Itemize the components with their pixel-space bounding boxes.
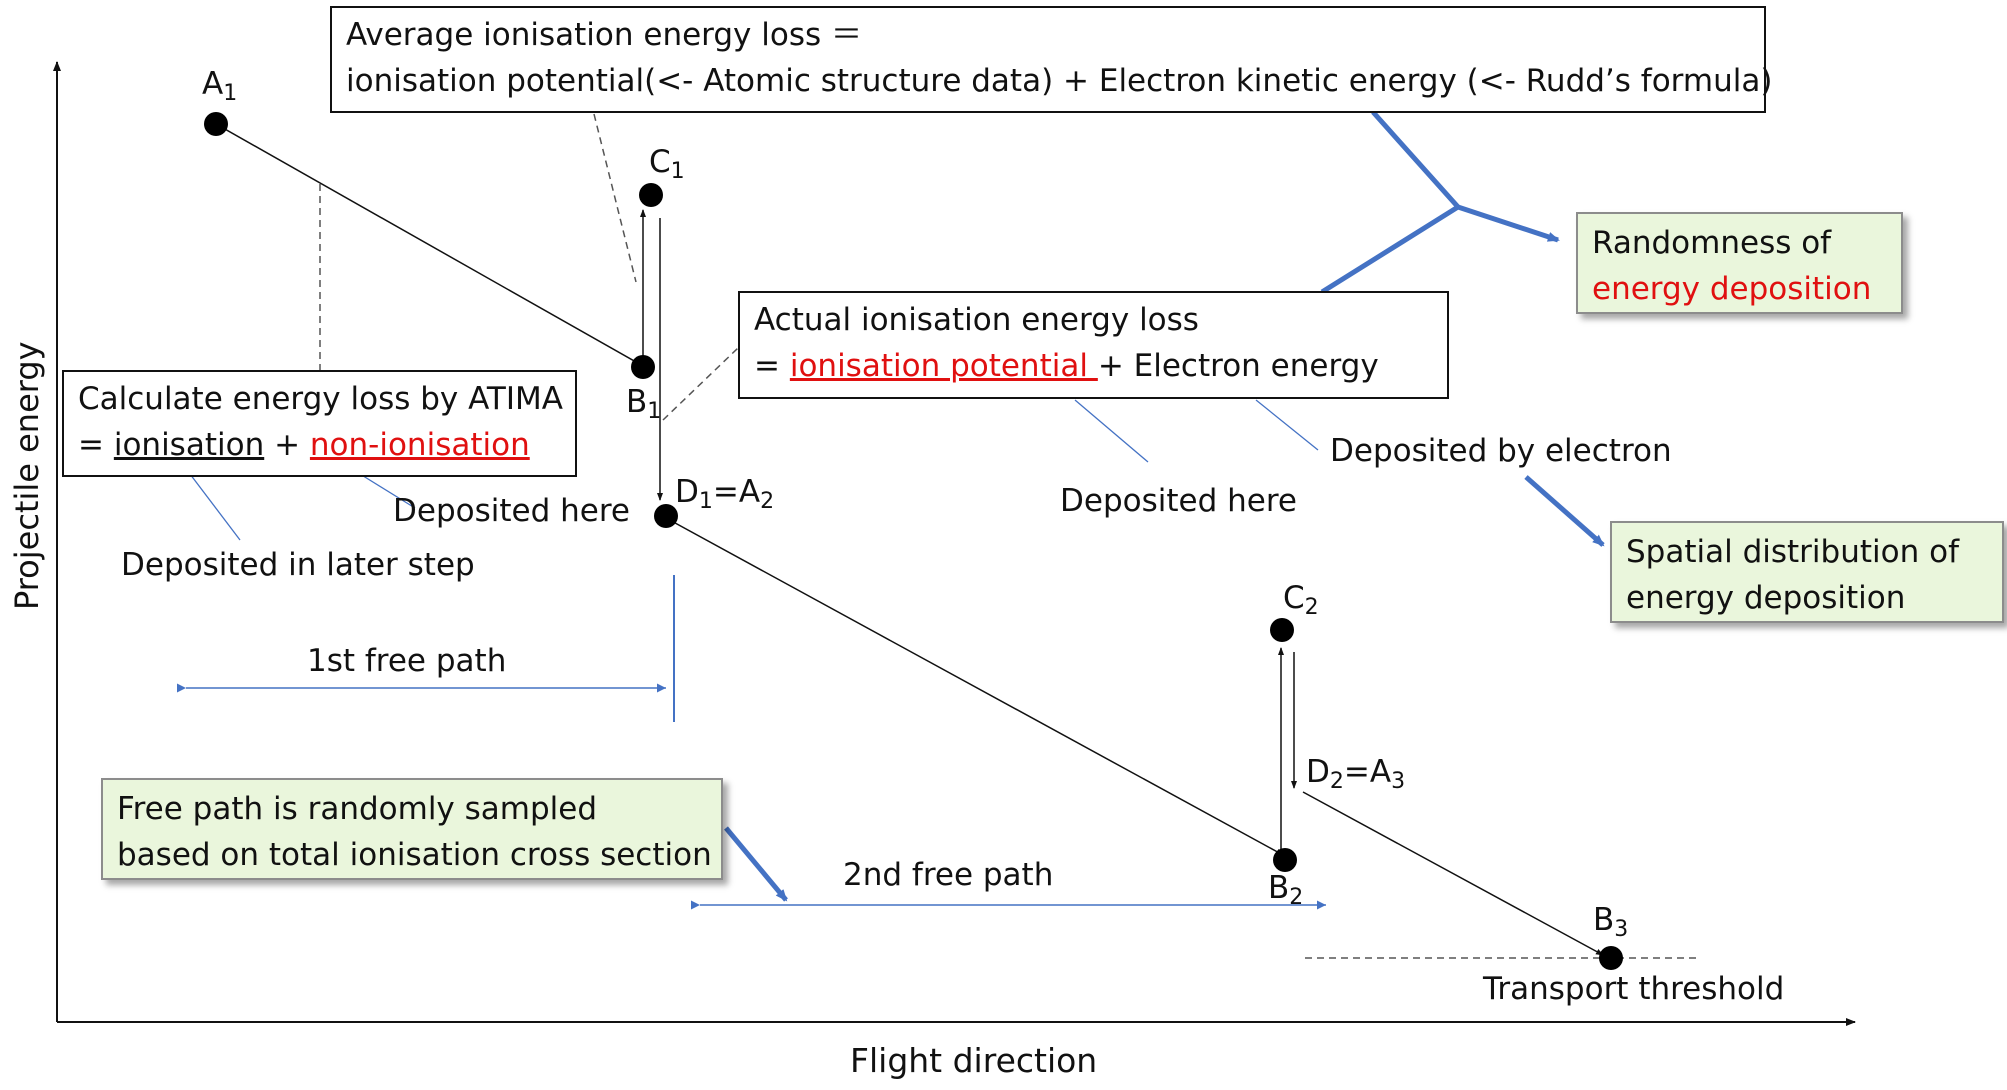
deposited-here-label-1: Deposited here <box>393 493 630 529</box>
leader-electron-energy <box>1255 399 1319 451</box>
point-c1 <box>639 183 663 207</box>
label-d2: D2=A3 <box>1306 754 1406 794</box>
label-d1: D1=A2 <box>675 474 775 514</box>
first-free-path-label: 1st free path <box>307 643 507 679</box>
atima-non-ionisation: non-ionisation <box>309 427 530 463</box>
arrow-to-second-free-path <box>724 826 788 902</box>
randomness-box: Randomness of energy deposition <box>1576 212 1903 314</box>
atima-plus: + <box>264 427 310 463</box>
point-c2 <box>1270 618 1294 642</box>
free-path-line1: Free path is randomly sampled <box>117 791 598 827</box>
label-b1: B1 <box>626 384 662 424</box>
label-b2: B2 <box>1268 870 1304 910</box>
actual-loss-box: Actual ionisation energy loss = ionisati… <box>738 291 1449 399</box>
path-d2-b3 <box>1302 791 1604 956</box>
average-loss-box: Average ionisation energy loss ＝ ionisat… <box>330 6 1773 113</box>
label-c1: C1 <box>649 144 685 184</box>
leader-non-ionisation <box>359 473 416 509</box>
y-axis-label: Projectile energy <box>8 341 46 610</box>
deposited-by-electron-label: Deposited by electron <box>1330 433 1672 469</box>
spatial-line1: Spatial distribution of <box>1626 534 1959 570</box>
actual-loss-line2: = ionisation potential + Electron energy <box>754 343 1433 389</box>
dash-actual-connector <box>662 347 739 421</box>
actual-loss-suffix: + Electron energy <box>1097 348 1379 384</box>
x-axis-label: Flight direction <box>850 1041 1098 1080</box>
free-path-line2: based on total ionisation cross section <box>117 837 712 873</box>
label-b3: B3 <box>1593 902 1629 942</box>
second-free-path-label: 2nd free path <box>843 857 1054 893</box>
point-b1 <box>631 355 655 379</box>
leader-ionisation-potential <box>1074 399 1149 463</box>
point-b3 <box>1599 946 1623 970</box>
randomness-line2: energy deposition <box>1592 271 1872 307</box>
actual-loss-prefix: = <box>754 348 790 384</box>
dash-average-connector <box>593 113 637 283</box>
arrow-to-randomness <box>1457 204 1560 243</box>
free-path-box: Free path is randomly sampled based on t… <box>101 778 723 880</box>
deposited-here-label-2: Deposited here <box>1060 483 1297 519</box>
arrow-to-spatial <box>1524 475 1605 547</box>
atima-line1: Calculate energy loss by ATIMA <box>78 381 563 417</box>
spatial-line2: energy deposition <box>1626 580 1906 616</box>
label-c2: C2 <box>1283 580 1319 620</box>
bracket-to-randomness <box>1320 110 1462 295</box>
leader-ionisation <box>189 473 241 541</box>
transport-threshold-label: Transport threshold <box>1483 971 1785 1007</box>
path-a1-b1 <box>215 123 644 367</box>
point-b2 <box>1273 848 1297 872</box>
average-loss-line1: Average ionisation energy loss ＝ <box>346 17 862 53</box>
path-d1-b2 <box>665 517 1284 856</box>
average-loss-line2: ionisation potential(<- Atomic structure… <box>346 63 1773 99</box>
randomness-line1: Randomness of <box>1592 225 1832 261</box>
atima-box: Calculate energy loss by ATIMA = ionisat… <box>62 370 577 477</box>
atima-ionisation: ionisation <box>113 427 265 463</box>
label-a1: A1 <box>202 66 238 106</box>
actual-loss-ionisation-potential: ionisation potential <box>789 348 1098 384</box>
atima-line2: = ionisation + non-ionisation <box>78 422 561 468</box>
actual-loss-line1: Actual ionisation energy loss <box>754 302 1199 338</box>
deposited-later-label: Deposited in later step <box>121 547 475 583</box>
point-d1 <box>654 504 678 528</box>
atima-prefix: = <box>78 427 114 463</box>
spatial-box: Spatial distribution of energy depositio… <box>1610 521 2004 623</box>
point-a1 <box>204 112 228 136</box>
